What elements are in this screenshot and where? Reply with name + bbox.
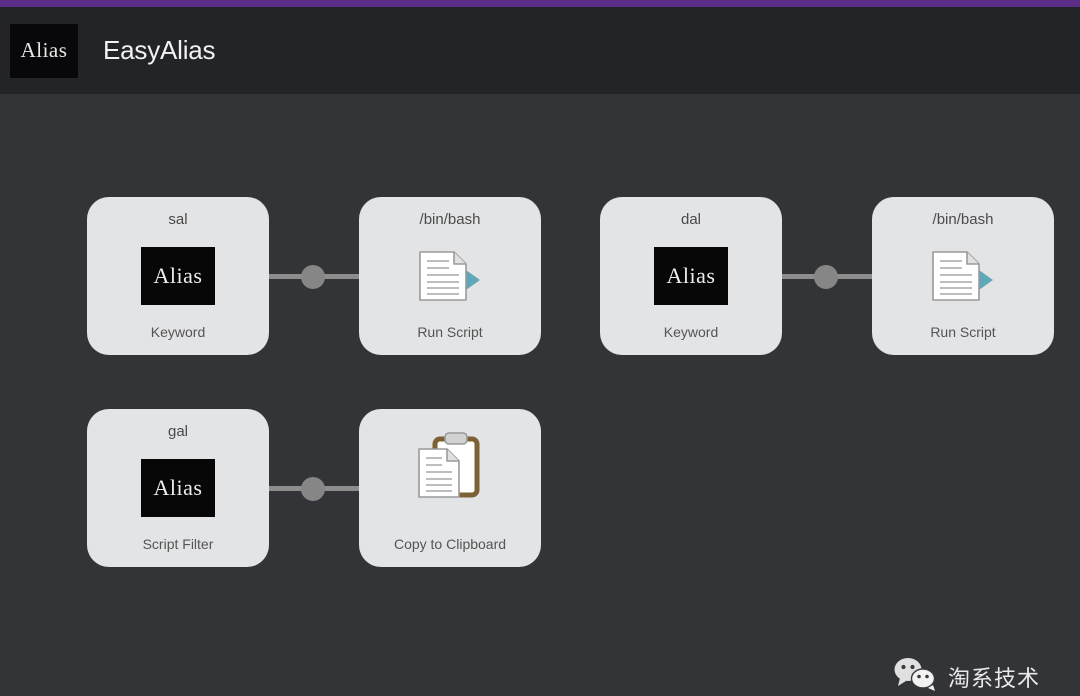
connector-dot-sal[interactable] — [301, 265, 325, 289]
workflow-node-sal-run-script[interactable]: /bin/bash Run Script — [359, 197, 541, 355]
node-subtitle: Copy to Clipboard — [393, 536, 507, 552]
workflow-node-gal-script-filter[interactable]: gal Alias Script Filter — [87, 409, 269, 567]
node-title: /bin/bash — [932, 211, 994, 228]
alias-tile-label: Alias — [153, 475, 203, 500]
node-title: /bin/bash — [419, 211, 481, 228]
top-accent-bar — [0, 0, 1080, 7]
watermark-label: 淘系技术 — [948, 665, 1041, 691]
app-header: Alias EasyAlias — [0, 7, 1080, 94]
page-title: EasyAlias — [103, 35, 216, 65]
workflow-node-dal-keyword[interactable]: dal Alias Keyword — [600, 197, 782, 355]
node-subtitle: Run Script — [930, 324, 996, 340]
node-title: sal — [168, 211, 188, 228]
node-subtitle: Run Script — [417, 324, 483, 340]
workflow-node-gal-copy-clipboard[interactable]: Copy to Clipboard — [359, 409, 541, 567]
node-subtitle: Script Filter — [142, 536, 214, 552]
wechat-icon — [893, 657, 937, 696]
app-logo: Alias — [10, 23, 78, 78]
workflow-node-dal-run-script[interactable]: /bin/bash Run Script — [872, 197, 1054, 355]
workflow-node-sal-keyword[interactable]: sal Alias Keyword — [87, 197, 269, 355]
workflow-canvas[interactable]: sal Alias Keyword /bin/bash — [0, 94, 1080, 691]
connector-dot-dal[interactable] — [814, 265, 838, 289]
node-title: dal — [680, 211, 702, 228]
run-script-icon — [923, 245, 1003, 307]
alias-tile-label: Alias — [666, 263, 716, 288]
run-script-icon — [410, 245, 490, 307]
connector-dot-gal[interactable] — [301, 477, 325, 501]
copy-clipboard-icon — [407, 429, 493, 507]
alias-tile-icon: Alias — [141, 457, 215, 519]
alias-tile-label: Alias — [153, 263, 203, 288]
node-title: gal — [167, 423, 189, 440]
node-subtitle: Keyword — [150, 324, 206, 340]
alias-tile-icon: Alias — [141, 245, 215, 307]
alias-tile-icon: Alias — [654, 245, 728, 307]
watermark: 淘系技术 — [893, 657, 1040, 696]
node-subtitle: Keyword — [663, 324, 719, 340]
app-logo-label: Alias — [20, 38, 68, 62]
